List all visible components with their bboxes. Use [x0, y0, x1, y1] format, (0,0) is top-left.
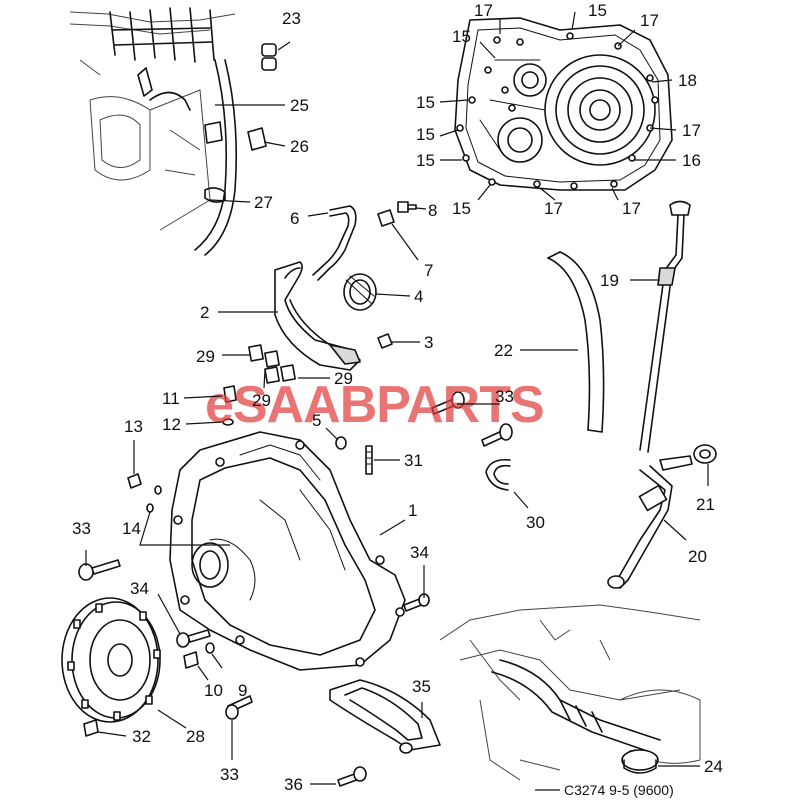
part-28-torque-converter: [61, 597, 161, 723]
callout-15-left-3: 15: [416, 151, 435, 170]
part-13-bolt: [127, 473, 142, 489]
part-1-bell-housing: [169, 431, 406, 671]
part-5-oring: [335, 436, 347, 450]
part-9-washer: [205, 642, 215, 654]
callout-11: 11: [162, 389, 180, 408]
callout-18: 18: [678, 71, 697, 90]
callout-22: 22: [494, 341, 513, 360]
callout-23: 23: [282, 9, 301, 28]
part-23-caps: [261, 43, 277, 71]
part-19-dipstick: [639, 200, 691, 453]
callout-28: 28: [186, 727, 205, 746]
underside-inset-illustration: [439, 604, 701, 781]
callout-labels: 23 25 26 27 6 8 7 4 2 3 29 29 29 11 12 5…: [72, 1, 723, 794]
part-12-washer: [222, 418, 234, 426]
callout-15-left-1: 15: [416, 93, 435, 112]
callout-36: 36: [284, 775, 303, 794]
harness-inset-illustration: [69, 7, 238, 256]
part-7-fitting: [377, 209, 395, 227]
callout-25: 25: [290, 96, 309, 115]
part-3-bolt: [377, 333, 393, 349]
callout-16: 16: [682, 151, 701, 170]
watermark-logo: eSAABPARTS: [205, 376, 545, 434]
part-10-plug: [183, 651, 199, 669]
part-29-pads: [248, 344, 296, 384]
callout-29-right: 29: [334, 369, 353, 388]
part-26-plug: [247, 127, 267, 151]
callout-1: 1: [408, 501, 417, 520]
callout-27: 27: [254, 193, 273, 212]
callout-33-left: 33: [72, 519, 91, 538]
part-35-cover-plate: [329, 679, 441, 754]
callout-24: 24: [704, 757, 723, 776]
callout-33-upper: 33: [495, 387, 514, 406]
callout-3: 3: [424, 333, 433, 352]
callout-29-bottom: 29: [252, 391, 271, 410]
callout-15-top-left: 15: [452, 27, 471, 46]
svg-text:eSAABPARTS: eSAABPARTS: [205, 376, 544, 434]
callout-17-right: 17: [682, 121, 701, 140]
part-33-bolt-bottom: [225, 695, 253, 720]
part-30-clamp: [485, 458, 511, 491]
callout-4: 4: [414, 287, 423, 306]
callout-13: 13: [124, 417, 143, 436]
callout-34-right: 34: [410, 543, 429, 562]
part-31-stud: [365, 445, 373, 475]
callout-31: 31: [404, 451, 423, 470]
callout-14: 14: [122, 519, 141, 538]
callout-15-left-2: 15: [416, 125, 435, 144]
callout-33-bottom: 33: [220, 765, 239, 784]
part-22-hose: [547, 251, 605, 433]
callout-15-bottom-1: 15: [452, 199, 471, 218]
callout-8: 8: [428, 201, 437, 220]
callout-20: 20: [688, 547, 707, 566]
part-21-grommet: [693, 444, 717, 464]
callout-12: 12: [162, 415, 181, 434]
diagram-reference-code: C3274 9-5 (9600): [564, 782, 674, 798]
callout-10: 10: [204, 681, 223, 700]
callout-6: 6: [290, 209, 299, 228]
part-11-plug: [223, 385, 237, 403]
callout-34-left: 34: [130, 579, 149, 598]
callout-35: 35: [412, 677, 431, 696]
callout-30: 30: [526, 513, 545, 532]
part-8-bolt: [397, 201, 417, 213]
callout-15-top: 15: [588, 1, 607, 20]
callout-9: 9: [238, 681, 247, 700]
callout-29-left: 29: [196, 347, 215, 366]
part-2-heat-shield: [274, 261, 361, 371]
gearbox-housing-illustration: [454, 17, 673, 191]
part-34-bolt-left: [176, 629, 211, 648]
callout-17-top-left: 17: [474, 1, 493, 20]
callout-32: 32: [132, 727, 151, 746]
callout-5: 5: [312, 411, 321, 430]
part-20-dipstick-tube: [607, 455, 693, 589]
part-6-pipe: [312, 205, 357, 281]
part-36-bolt: [337, 766, 367, 787]
part-32-bolt: [83, 719, 99, 737]
callout-7: 7: [424, 261, 433, 280]
callout-19: 19: [600, 271, 619, 290]
callout-17-bottom: 17: [622, 199, 641, 218]
part-33-bolt-upper: [431, 391, 513, 447]
part-34-bolt-right: [403, 593, 430, 612]
callout-15-bottom-2: 17: [544, 199, 563, 218]
part-14-rings: [146, 485, 162, 513]
callout-17-top-right: 17: [640, 11, 659, 30]
leader-lines: [85, 11, 709, 791]
callout-26: 26: [290, 137, 309, 156]
callout-2: 2: [200, 303, 209, 322]
part-33-bolt-left: [78, 559, 121, 581]
part-4-bearing: [343, 273, 377, 311]
callout-21: 21: [696, 495, 715, 514]
